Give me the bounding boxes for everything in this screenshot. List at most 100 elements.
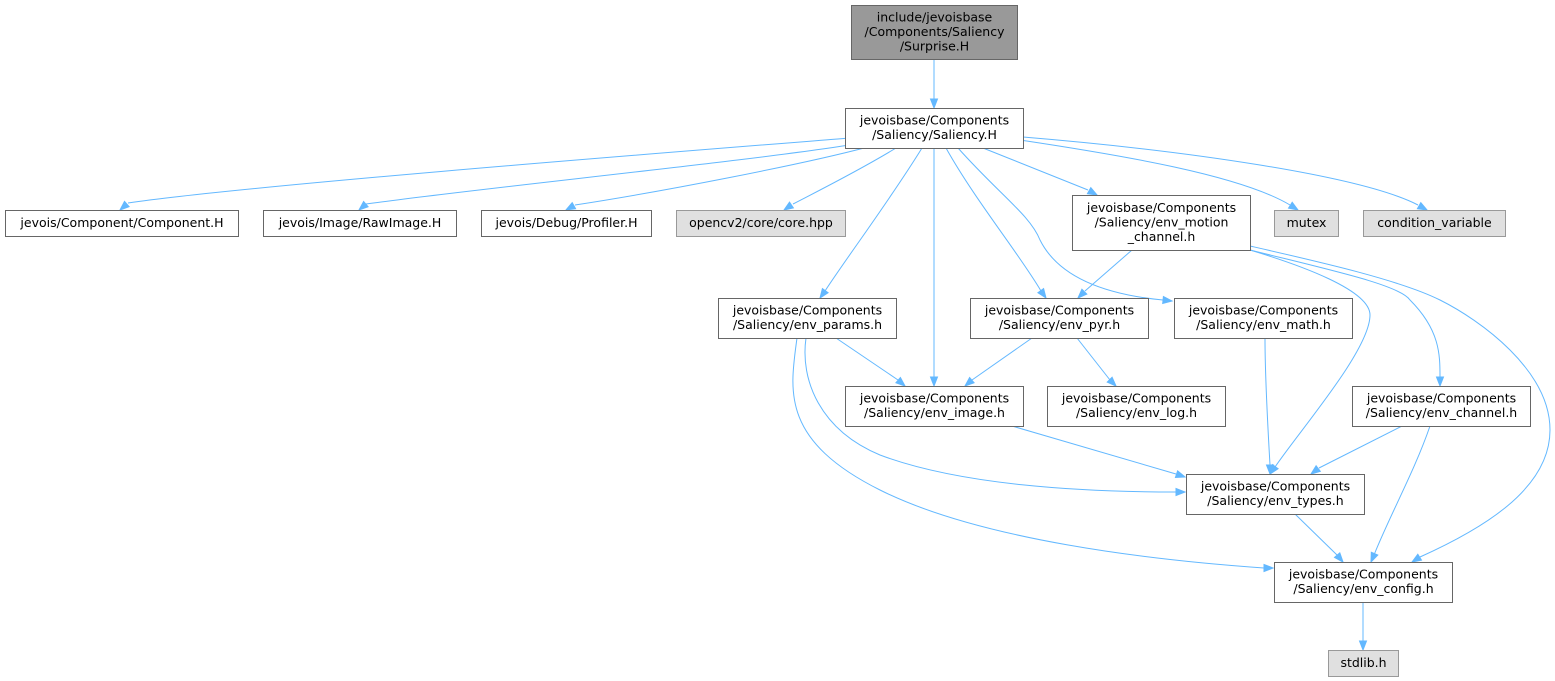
- node-profiler[interactable]: jevois/Debug/Profiler.H: [481, 210, 652, 237]
- edge-saliency-to-profiler: [564, 146, 869, 211]
- edges-layer: [118, 59, 1551, 652]
- edge-line: [1022, 136, 1419, 206]
- node-label-line: /Saliency/env_log.h: [1076, 405, 1197, 420]
- arrowhead-icon: [1435, 376, 1445, 388]
- arrowhead-icon: [1175, 487, 1187, 497]
- edge-line: [792, 147, 897, 205]
- arrowhead-icon: [1309, 464, 1322, 475]
- arrowhead-icon: [1358, 640, 1368, 652]
- node-stdlib[interactable]: stdlib.h: [1328, 650, 1399, 677]
- edge-line: [804, 337, 1177, 493]
- edge-saliency-to-mutex: [1019, 139, 1300, 211]
- edge-line: [971, 337, 1033, 381]
- node-label-line: jevoisbase/Components: [732, 303, 882, 318]
- arrowhead-icon: [929, 376, 939, 388]
- node-box: [1352, 386, 1531, 427]
- node-label-line: /Saliency/env_params.h: [733, 317, 882, 332]
- node-label-line: /Saliency/env_types.h: [1207, 493, 1343, 508]
- arrowhead-icon: [1077, 288, 1088, 299]
- edge-saliency-to-env_image: [929, 148, 939, 388]
- edge-env_motion-to-env_pyr: [1077, 249, 1133, 299]
- edge-line: [1249, 249, 1371, 468]
- node-label-line: stdlib.h: [1340, 655, 1386, 670]
- node-env_params[interactable]: jevoisbase/Components/Saliency/env_param…: [718, 298, 897, 339]
- edge-line: [1019, 139, 1291, 206]
- edge-surprise-to-saliency: [929, 59, 939, 110]
- edge-line: [1084, 249, 1133, 292]
- node-label-line: opencv2/core/core.hpp: [689, 215, 833, 230]
- edge-saliency-to-env_math: [957, 147, 1174, 305]
- node-label-line: /Surprise.H: [900, 38, 969, 53]
- node-env_image[interactable]: jevoisbase/Components/Saliency/env_image…: [845, 386, 1024, 427]
- node-rawimage[interactable]: jevois/Image/RawImage.H: [263, 210, 457, 237]
- edge-line: [957, 147, 1164, 301]
- node-label-line: mutex: [1287, 215, 1327, 230]
- node-label-line: /Saliency/env_image.h: [864, 405, 1005, 420]
- node-box: [263, 210, 457, 237]
- arrowhead-icon: [819, 287, 829, 300]
- node-box: [5, 210, 239, 237]
- node-label-line: jevoisbase/Components: [859, 391, 1009, 406]
- arrowhead-icon: [895, 376, 907, 387]
- arrowhead-icon: [782, 201, 795, 211]
- edge-env_types-to-env_config: [1294, 513, 1344, 564]
- arrowhead-icon: [1037, 287, 1047, 300]
- edge-line: [365, 143, 856, 205]
- node-component[interactable]: jevois/Component/Component.H: [5, 210, 239, 237]
- node-label-line: /Saliency/env_pyr.h: [999, 317, 1120, 332]
- node-env_motion[interactable]: jevoisbase/Components/Saliency/env_motio…: [1072, 195, 1251, 251]
- node-env_channel[interactable]: jevoisbase/Components/Saliency/env_chann…: [1352, 386, 1531, 427]
- edge-saliency-to-env_pyr: [945, 147, 1047, 300]
- node-box: [1274, 210, 1339, 237]
- node-label-line: jevois/Component/Component.H: [19, 215, 223, 230]
- arrowhead-icon: [1162, 295, 1174, 305]
- edge-line: [574, 146, 869, 206]
- node-label-line: include/jevoisbase: [877, 9, 993, 24]
- node-label-line: condition_variable: [1377, 215, 1492, 230]
- node-env_math[interactable]: jevoisbase/Components/Saliency/env_math.…: [1174, 298, 1353, 339]
- node-label-line: jevoisbase/Components: [859, 113, 1009, 128]
- node-opencv[interactable]: opencv2/core/core.hpp: [676, 210, 846, 237]
- node-box: [1363, 210, 1506, 237]
- edge-saliency-to-opencv: [782, 147, 897, 211]
- edge-line: [792, 337, 1265, 569]
- node-mutex[interactable]: mutex: [1274, 210, 1339, 237]
- node-box: [851, 5, 1018, 60]
- node-label-line: _channel.h: [1127, 229, 1196, 244]
- node-env_log[interactable]: jevoisbase/Components/Saliency/env_log.h: [1047, 386, 1226, 427]
- edge-env_motion-to-env_types: [1249, 249, 1371, 476]
- arrowhead-icon: [1106, 376, 1117, 387]
- node-label-line: jevoisbase/Components: [1086, 200, 1236, 215]
- arrowhead-icon: [1416, 201, 1429, 211]
- edge-saliency-to-component: [118, 137, 851, 211]
- edge-saliency-to-env_motion: [982, 147, 1099, 196]
- arrowhead-icon: [1263, 563, 1275, 573]
- node-env_pyr[interactable]: jevoisbase/Components/Saliency/env_pyr.h: [970, 298, 1149, 339]
- node-box: [970, 298, 1149, 339]
- node-box: [481, 210, 652, 237]
- node-condvar[interactable]: condition_variable: [1363, 210, 1506, 237]
- edge-line: [1076, 337, 1111, 381]
- node-env_types[interactable]: jevoisbase/Components/Saliency/env_types…: [1186, 474, 1365, 515]
- edge-line: [824, 147, 923, 292]
- edge-env_channel-to-env_types: [1309, 425, 1403, 475]
- node-box: [718, 298, 897, 339]
- edge-line: [1373, 425, 1431, 556]
- edge-line: [1249, 245, 1551, 558]
- node-label-line: /Components/Saliency: [865, 24, 1006, 39]
- edge-env_params-to-env_config: [792, 337, 1275, 573]
- arrowhead-icon: [1410, 553, 1423, 563]
- edge-line: [945, 147, 1042, 292]
- node-saliency[interactable]: jevoisbase/Components/Saliency/Saliency.…: [845, 108, 1024, 149]
- arrowhead-icon: [1333, 552, 1344, 564]
- arrowhead-icon: [1265, 464, 1275, 476]
- edge-env_params-to-env_types: [804, 337, 1187, 497]
- edge-line: [127, 137, 851, 204]
- node-env_config[interactable]: jevoisbase/Components/Saliency/env_confi…: [1274, 562, 1453, 603]
- node-label-line: jevois/Debug/Profiler.H: [495, 215, 638, 230]
- edge-env_channel-to-env_config: [1370, 425, 1431, 564]
- node-label-line: /Saliency/env_motion: [1095, 214, 1229, 229]
- node-surprise[interactable]: include/jevoisbase/Components/Saliency/S…: [851, 5, 1018, 60]
- edge-saliency-to-condvar: [1022, 136, 1429, 211]
